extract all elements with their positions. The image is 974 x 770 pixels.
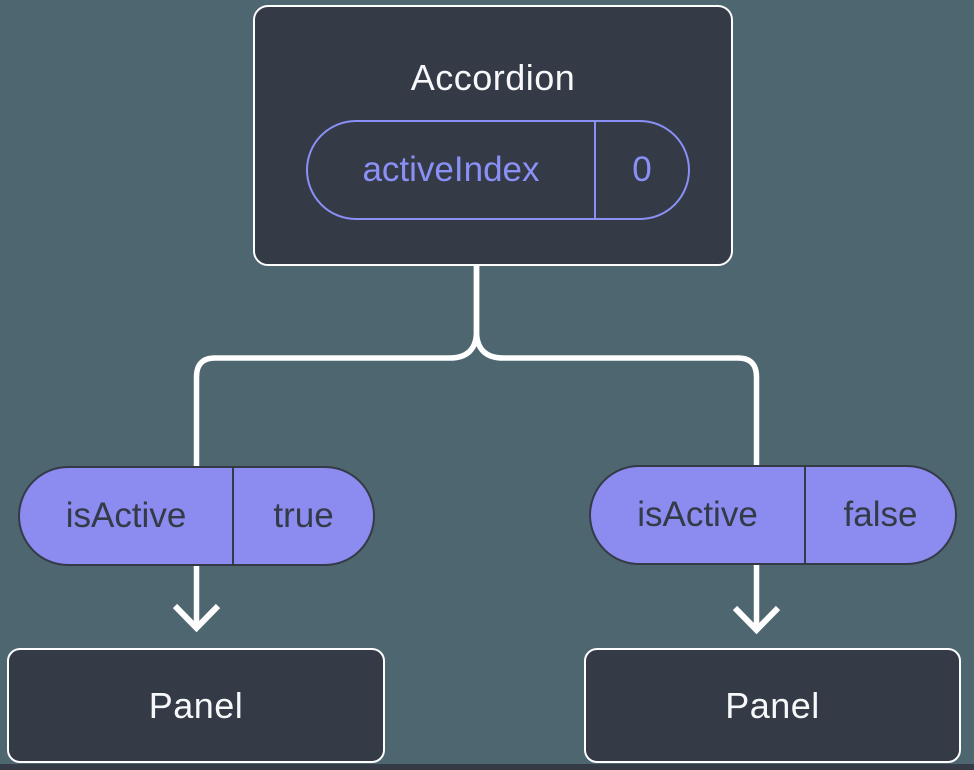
prop-value: false (804, 467, 955, 563)
prop-name: isActive (65, 496, 187, 535)
prop-pill-right: isActive false (589, 465, 957, 565)
accordion-node: Accordion activeIndex 0 (253, 5, 733, 266)
prop-value: true (232, 468, 373, 564)
bottom-edge-strip (0, 764, 974, 770)
accordion-node-title: Accordion (410, 57, 576, 98)
panel-node-right: Panel (584, 648, 961, 763)
state-pill: activeIndex 0 (306, 120, 690, 220)
panel-node-left: Panel (7, 648, 385, 763)
arrow-down-icon (732, 605, 781, 635)
arrow-down-icon (172, 603, 221, 633)
prop-name: isActive (637, 495, 758, 534)
connector-branch-right (473, 265, 760, 626)
prop-pill-left: isActive true (18, 466, 375, 566)
state-value: 0 (594, 122, 688, 218)
connector-branch-left (193, 265, 480, 624)
state-name: activeIndex (362, 150, 540, 189)
